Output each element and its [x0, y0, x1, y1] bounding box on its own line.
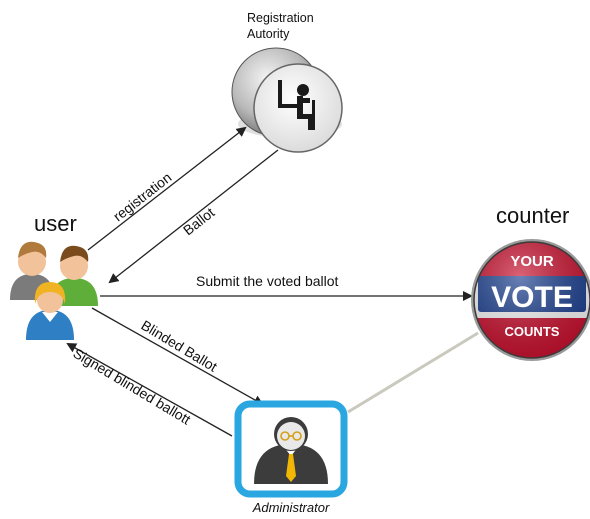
counter-label: counter [496, 203, 569, 228]
signed-label: Signed blinded ballott [70, 345, 193, 428]
administrator-label: Administrator [252, 500, 330, 515]
counter-node: counter YOUR VOTE COUNTS [471, 203, 590, 361]
administrator-icon [254, 417, 328, 484]
registration-label: registration [110, 169, 174, 224]
admin-counter-link [347, 331, 479, 414]
blinded-label: Blinded Ballot [138, 317, 220, 375]
administrator-node: Administrator [234, 400, 348, 515]
ballot-label: Ballot [180, 204, 218, 238]
user-node: user [10, 211, 98, 340]
user-group-icon [10, 241, 98, 340]
registration-authority-node: Registration Autority [231, 11, 343, 153]
badge-text-bottom: COUNTS [505, 324, 560, 339]
badge-text-top: YOUR [510, 253, 554, 270]
registration-arrow [87, 126, 247, 251]
ballot-arrow [108, 149, 279, 284]
submit-label: Submit the voted ballot [196, 273, 339, 289]
user-label: user [34, 211, 77, 236]
blinded-arrow [91, 307, 264, 405]
registration-authority-label-2: Autority [247, 27, 290, 41]
desk-worker-icon [278, 80, 315, 130]
badge-text-mid: VOTE [491, 281, 573, 314]
signed-arrow [66, 343, 233, 437]
registration-authority-label-1: Registration [247, 11, 314, 25]
